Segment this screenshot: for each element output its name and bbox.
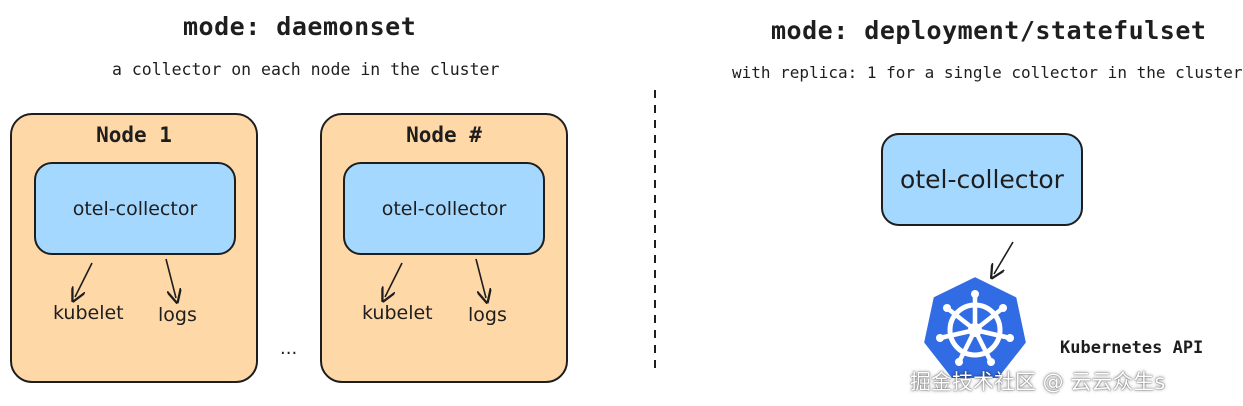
deployment-title: mode: deployment/statefulset <box>771 16 1207 45</box>
logs-label: logs <box>468 304 507 326</box>
collector-label: otel-collector <box>72 197 198 220</box>
node-label: Node 1 <box>96 123 172 147</box>
kubernetes-api-label: Kubernetes API <box>1060 338 1204 358</box>
arrow-down-icon <box>475 258 486 298</box>
kubelet-label: kubelet <box>53 302 124 324</box>
watermark: 掘金技术社区 @ 云云众生s <box>910 370 1166 394</box>
collector-label: otel-collector <box>381 197 507 220</box>
logs-label: logs <box>158 304 197 326</box>
daemonset-title: mode: daemonset <box>183 12 417 41</box>
arrow-down-icon <box>385 262 403 297</box>
node-label: Node # <box>406 123 482 147</box>
collector-box: otel-collector <box>343 162 545 255</box>
ellipsis: ... <box>280 338 298 359</box>
arrow-down-icon <box>75 262 93 297</box>
collector-label: otel-collector <box>900 165 1064 194</box>
single-collector-box: otel-collector <box>881 133 1083 226</box>
daemonset-subtitle: a collector on each node in the cluster <box>112 60 500 79</box>
deployment-subtitle: with replica: 1 for a single collector i… <box>732 63 1243 82</box>
collector-box: otel-collector <box>34 162 236 255</box>
arrow-down-icon <box>165 258 176 298</box>
kubernetes-logo-icon <box>920 273 1030 382</box>
arrow-down-icon <box>994 241 1014 274</box>
kubelet-label: kubelet <box>362 302 433 324</box>
